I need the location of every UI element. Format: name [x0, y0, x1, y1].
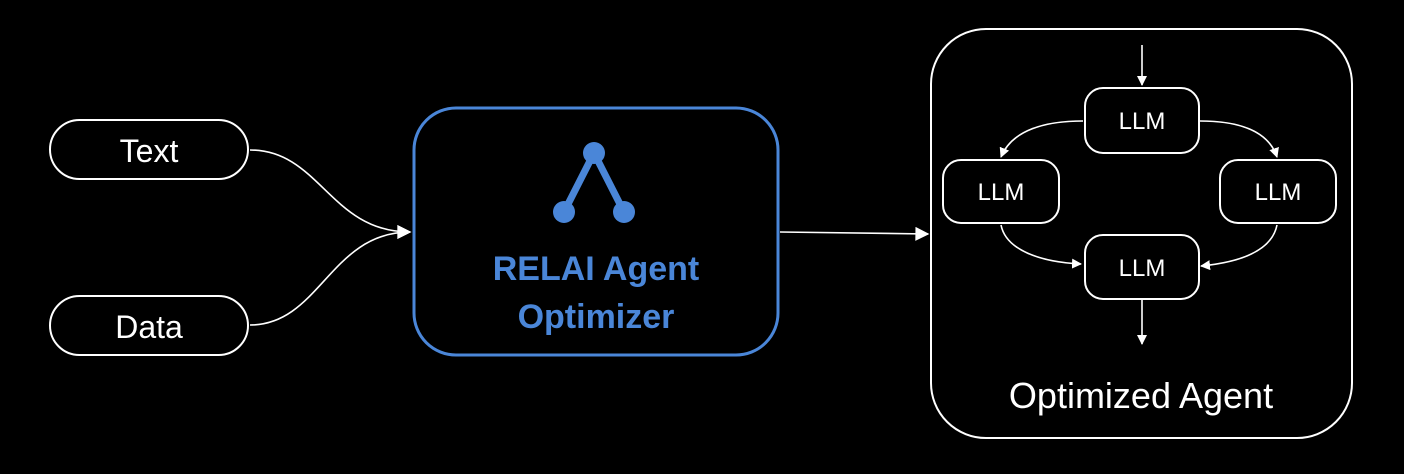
optimizer-box — [412, 106, 780, 357]
data-to-optimizer-arrow — [249, 225, 412, 326]
data-input-label: Data — [115, 309, 183, 345]
llm-node-right: LLM — [1219, 159, 1337, 224]
text-input-node: Text — [49, 119, 249, 180]
llm-node-left-shape — [942, 159, 1060, 224]
llm-node-top-label: LLM — [1119, 108, 1166, 135]
data-input-shape — [49, 295, 249, 356]
optimized-agent-caption: Optimized Agent — [1009, 375, 1273, 416]
optimizer-title-line1: RELAI Agent — [493, 250, 700, 288]
optimizer-title-line2: Optimizer — [518, 298, 675, 336]
text-to-optimizer-arrow — [249, 149, 412, 239]
text-input-label: Text — [120, 133, 179, 169]
optimized-agent-node: LLM LLM LLM LLM Optimized Agent — [930, 28, 1353, 439]
top-to-left-arrow — [999, 120, 1084, 158]
data-input-node: Data — [49, 295, 249, 356]
relai-logo-icon — [553, 142, 635, 223]
optimized-agent-box — [930, 28, 1353, 439]
left-to-bottom-arrow — [1000, 224, 1082, 269]
optimizer-node: RELAI Agent Optimizer — [412, 106, 780, 357]
text-input-shape — [49, 119, 249, 180]
optimizer-to-agent-arrow — [779, 226, 930, 241]
llm-node-bottom: LLM — [1084, 234, 1200, 300]
llm-node-bottom-shape — [1084, 234, 1200, 300]
llm-node-left-label: LLM — [978, 179, 1025, 206]
llm-node-bottom-label: LLM — [1119, 255, 1166, 282]
right-to-bottom-arrow — [1200, 224, 1278, 271]
llm-node-right-label: LLM — [1255, 179, 1302, 206]
llm-node-top: LLM — [1084, 87, 1200, 154]
llm-node-right-shape — [1219, 159, 1337, 224]
llm-node-left: LLM — [942, 159, 1060, 224]
top-to-right-arrow — [1199, 120, 1279, 158]
llm-node-top-shape — [1084, 87, 1200, 154]
